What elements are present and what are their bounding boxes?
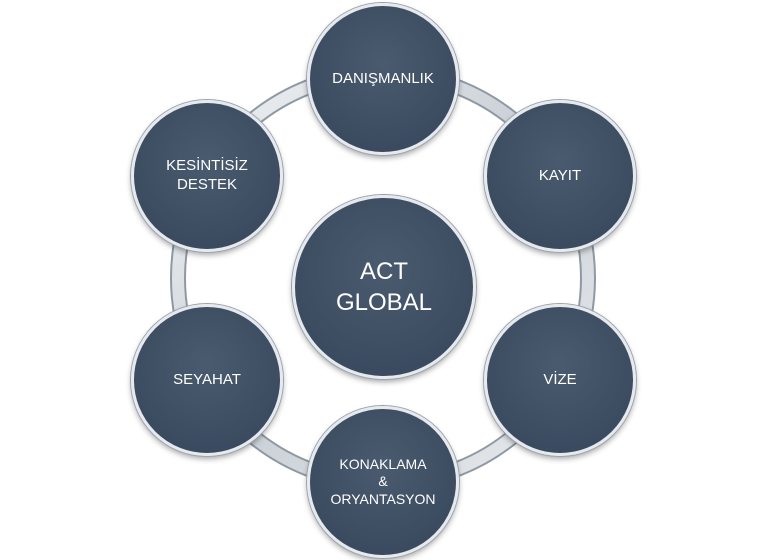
- node-konaklama-line-1: KONAKLAMA: [339, 455, 427, 472]
- node-kayit: KAYIT: [484, 100, 636, 252]
- node-label: KESİNTİSİZ DESTEK: [166, 157, 248, 195]
- node-kesintisiz-destek: KESİNTİSİZ DESTEK: [131, 100, 283, 252]
- node-kayit-line-1: KAYIT: [538, 166, 582, 184]
- node-seyahat: SEYAHAT: [131, 304, 283, 456]
- node-kesintisiz-destek-line-2: DESTEK: [176, 176, 237, 193]
- node-label: KAYIT: [539, 167, 581, 186]
- node-danismanlik: DANIŞMANLIK: [307, 3, 459, 155]
- node-label: SEYAHAT: [173, 371, 241, 390]
- node-konaklama: KONAKLAMA & ORYANTASYON: [307, 406, 459, 558]
- center-node-act-global: ACT GLOBAL: [292, 195, 476, 379]
- node-seyahat-line-1: SEYAHAT: [173, 370, 241, 388]
- center-node-label: ACT GLOBAL: [336, 256, 432, 318]
- center-label-line-2: GLOBAL: [335, 289, 433, 316]
- node-vize-line-1: VİZE: [543, 370, 577, 388]
- node-label: VİZE: [543, 371, 576, 390]
- node-danismanlik-line-1: DANIŞMANLIK: [332, 69, 434, 87]
- node-konaklama-line-3: ORYANTASYON: [330, 490, 436, 507]
- node-konaklama-line-2: &: [378, 473, 388, 490]
- node-kesintisiz-destek-line-1: KESİNTİSİZ: [166, 157, 248, 175]
- center-label-line-1: ACT: [359, 257, 408, 285]
- node-label: KONAKLAMA & ORYANTASYON: [330, 456, 435, 509]
- node-vize: VİZE: [484, 304, 636, 456]
- node-label: DANIŞMANLIK: [332, 70, 434, 89]
